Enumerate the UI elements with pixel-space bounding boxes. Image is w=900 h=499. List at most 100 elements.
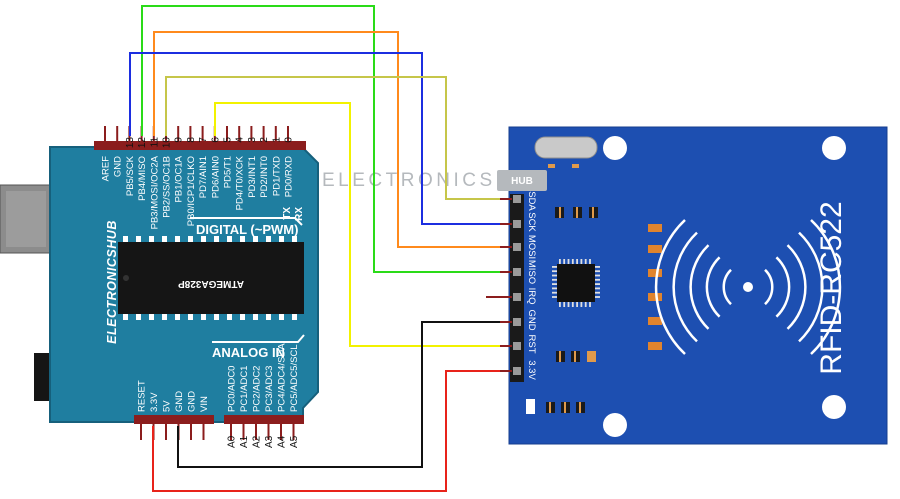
chip-leg [576,302,578,307]
chip-leg [595,266,600,268]
chip-leg [136,236,141,242]
pin-number: 13 [125,137,136,149]
wires [129,5,500,492]
wire-orange-mosi [153,31,500,248]
pin-label: PB0/ICP1/CLKO [186,156,197,226]
rfid-pin-label: IRQ [526,288,537,305]
chip-leg [571,302,574,307]
chip-leg [595,270,600,273]
chip-leg [266,236,271,242]
pin-label: PD4/T0/XCK [235,155,246,210]
chip-leg [552,270,557,273]
pin-number: 7 [198,137,209,143]
pin-number: A3 [264,435,275,448]
pin-number: 8 [186,137,197,143]
chip-leg [595,291,600,294]
rfid-pin-label: MOSI [526,235,537,259]
pin-number: 10 [162,137,173,149]
chip-leg [589,259,591,264]
chip-leg [123,236,128,242]
pin-label: AREF [101,156,112,182]
pin-label: PD0/RXD [284,156,295,197]
mount-hole [603,136,627,160]
pin-label: PD5/T1 [223,156,234,188]
chip-leg [595,278,600,281]
rfid-header [510,194,524,382]
usb-connector-inner [6,191,46,247]
chip-leg [162,314,167,320]
rfid-pin-pad [513,243,521,251]
chip-leg [279,314,284,320]
analog-bar [212,334,305,343]
pin-number: A1 [239,435,250,448]
rfid-pin-pad [513,342,521,350]
pin-number: 11 [149,137,160,148]
pin-number: 6 [210,137,221,143]
pin-label: PD1/TXD [271,156,282,196]
rfid-pin-pad [513,195,521,203]
watermark-hub-badge [497,170,547,191]
chip-notch [123,275,129,281]
pin-number: 3 [247,137,258,143]
analog-header [224,415,304,424]
chip-leg [559,259,561,264]
smd-pad [548,164,555,168]
wire-red-3v3 [152,370,500,492]
atmega-chip [118,242,304,314]
chip-leg [576,259,578,264]
pin-label: PC1/ADC1 [239,366,250,412]
pin-label: PB1/OC1A [174,155,185,202]
chip-leg [552,274,557,277]
rx-label: RX [294,207,305,221]
rfid-pin-label: SDA [526,191,537,211]
chip-leg [279,236,284,242]
chip-leg [584,302,587,307]
chip-leg [175,236,180,242]
chip-leg [589,302,591,307]
chip-leg [595,287,600,290]
pin-number: 5 [223,137,234,143]
pin-number: 12 [137,137,148,149]
pin-number: A2 [252,435,263,448]
chip-leg [567,259,570,264]
chip-leg [559,302,561,307]
pin-label: GND [174,391,185,412]
smd-pad [572,164,579,168]
chip-leg [595,274,600,277]
rfid-pin-label: MISO [526,260,537,284]
watermark-text: ELECTRONICS [322,170,496,191]
pin-number: A5 [289,435,300,448]
pin-label: GND [187,391,198,412]
chip-leg [253,314,258,320]
chip-leg [188,236,193,242]
chip-leg [136,314,141,320]
wire-blue-sck [129,52,500,225]
wire-black-gnd [177,321,500,468]
chip-leg [201,236,206,242]
mount-hole [822,395,846,419]
chip-leg [266,314,271,320]
tx-label: TX [282,207,293,220]
chip-leg [563,259,566,264]
chip-leg [595,296,600,298]
rfid-chip [557,264,595,302]
pin-label: PC2/ADC2 [252,366,263,412]
pin-number: 0 [284,137,295,143]
pin-label: VIN [199,396,210,412]
chip-leg [567,302,570,307]
chip-leg [552,283,557,285]
wire-olive-sda [165,76,500,200]
wire-green-miso [141,5,500,273]
mount-hole [822,136,846,160]
analog-label: ANALOG IN [212,345,285,360]
pin-label: 3.3V [149,392,160,412]
pin-number: 2 [259,137,270,143]
watermark-hub: HUB [511,176,533,187]
chip-legs-bottom [123,314,297,320]
chip-leg [552,278,557,281]
pin-label: PB3/MOSI/OC2A [149,155,160,229]
